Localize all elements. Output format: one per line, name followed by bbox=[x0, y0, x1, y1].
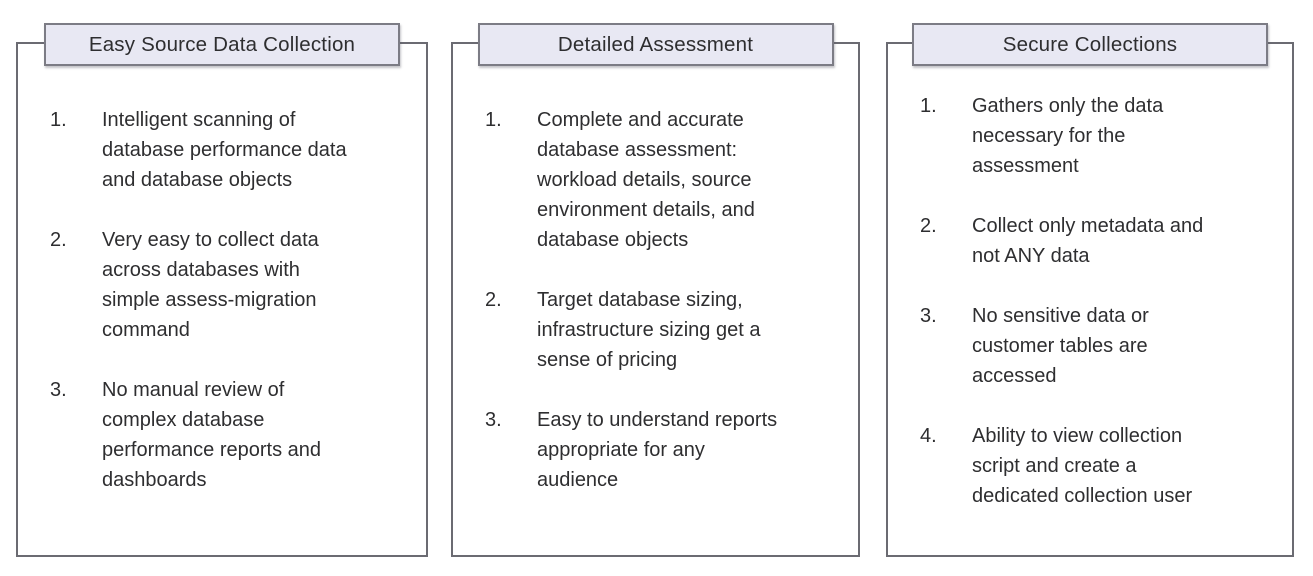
list-item: 2. Very easy to collect data across data… bbox=[50, 225, 402, 345]
panel-title: Easy Source Data Collection bbox=[88, 32, 356, 56]
list-item: 2. Target database sizing, infrastructur… bbox=[485, 285, 834, 375]
list-item: 2. Collect only metadata and not ANY dat… bbox=[920, 211, 1268, 271]
list-item-number: 3. bbox=[485, 409, 502, 431]
panel-title-box: Detailed Assessment bbox=[477, 23, 834, 66]
list-item-number: 2. bbox=[920, 215, 937, 237]
list-item-text: No manual review of complex database per… bbox=[102, 379, 322, 491]
panel-detailed-assessment: Detailed Assessment 1. Complete and accu… bbox=[451, 23, 860, 557]
list-item-text: Ability to view collection script and cr… bbox=[972, 425, 1193, 507]
list-item-text: Easy to understand reports appropriate f… bbox=[537, 409, 778, 491]
list-item-number: 4. bbox=[920, 425, 937, 447]
list-item-number: 3. bbox=[920, 305, 937, 327]
list-item-number: 3. bbox=[50, 379, 67, 401]
list-item: 3. No sensitive data or customer tables … bbox=[920, 301, 1268, 391]
panel-content: 1. Intelligent scanning of database perf… bbox=[18, 44, 426, 495]
list-item-text: Target database sizing, infrastructure s… bbox=[537, 289, 761, 371]
list-item: 3. Easy to understand reports appropriat… bbox=[485, 405, 834, 495]
panel-easy-source-data-collection: Easy Source Data Collection 1. Intellige… bbox=[16, 23, 428, 557]
list-item-number: 1. bbox=[920, 95, 937, 117]
list-item: 1. Intelligent scanning of database perf… bbox=[50, 105, 402, 195]
list-item-text: No sensitive data or customer tables are… bbox=[972, 305, 1149, 387]
panel-content: 1. Gathers only the data necessary for t… bbox=[888, 44, 1292, 511]
list-item-text: Gathers only the data necessary for the … bbox=[972, 95, 1164, 177]
list-item: 3. No manual review of complex database … bbox=[50, 375, 402, 495]
list-item-text: Intelligent scanning of database perform… bbox=[102, 109, 347, 191]
list-item-text: Complete and accurate database assessmen… bbox=[537, 109, 755, 251]
panel-content: 1. Complete and accurate database assess… bbox=[453, 44, 858, 495]
list-item: 1. Complete and accurate database assess… bbox=[485, 105, 834, 255]
list-item-text: Very easy to collect data across databas… bbox=[102, 229, 319, 341]
panel-title: Detailed Assessment bbox=[557, 32, 754, 56]
panel-secure-collections: Secure Collections 1. Gathers only the d… bbox=[886, 23, 1294, 557]
panel-title: Secure Collections bbox=[1002, 32, 1178, 56]
list-item: 4. Ability to view collection script and… bbox=[920, 421, 1268, 511]
panel-title-box: Secure Collections bbox=[912, 23, 1268, 66]
list-item-number: 1. bbox=[50, 109, 67, 131]
list-item-text: Collect only metadata and not ANY data bbox=[972, 215, 1204, 267]
list-item: 1. Gathers only the data necessary for t… bbox=[920, 91, 1268, 181]
panel-title-box: Easy Source Data Collection bbox=[44, 23, 400, 66]
list-item-number: 1. bbox=[485, 109, 502, 131]
list-item-number: 2. bbox=[485, 289, 502, 311]
list-item-number: 2. bbox=[50, 229, 67, 251]
